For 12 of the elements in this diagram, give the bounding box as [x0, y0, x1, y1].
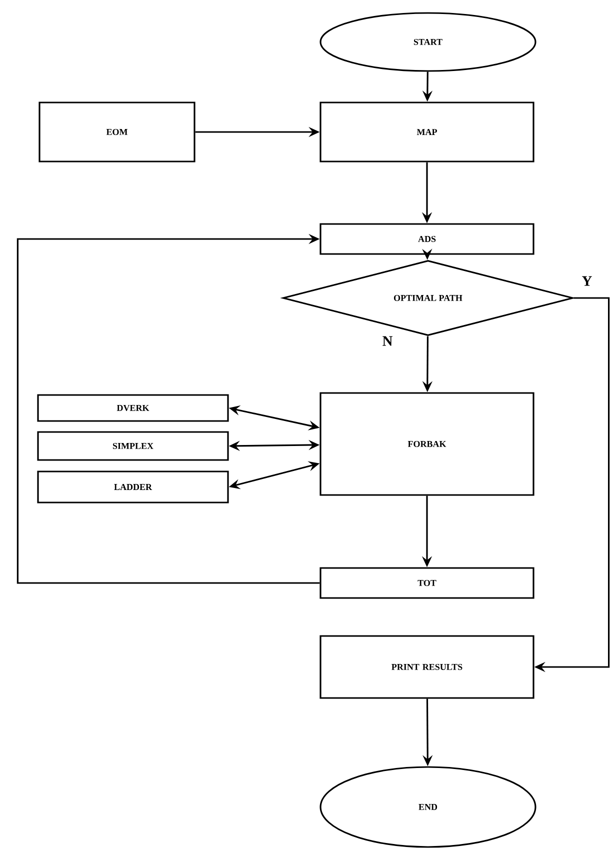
edge-label: N	[381, 335, 394, 347]
process-box: FORBAK	[320, 392, 534, 496]
process-box: SIMPLEX	[37, 431, 229, 461]
process-box: PRINT RESULTS	[320, 635, 534, 699]
process-box: ADS	[320, 223, 534, 255]
process-box: LADDER	[37, 470, 229, 504]
process-box: EOM	[38, 102, 196, 162]
process-box: TOT	[320, 567, 534, 599]
process-box: MAP	[320, 102, 534, 162]
edge-label: Y	[580, 275, 594, 287]
process-box: DVERK	[37, 394, 229, 422]
arrow	[16, 234, 320, 584]
